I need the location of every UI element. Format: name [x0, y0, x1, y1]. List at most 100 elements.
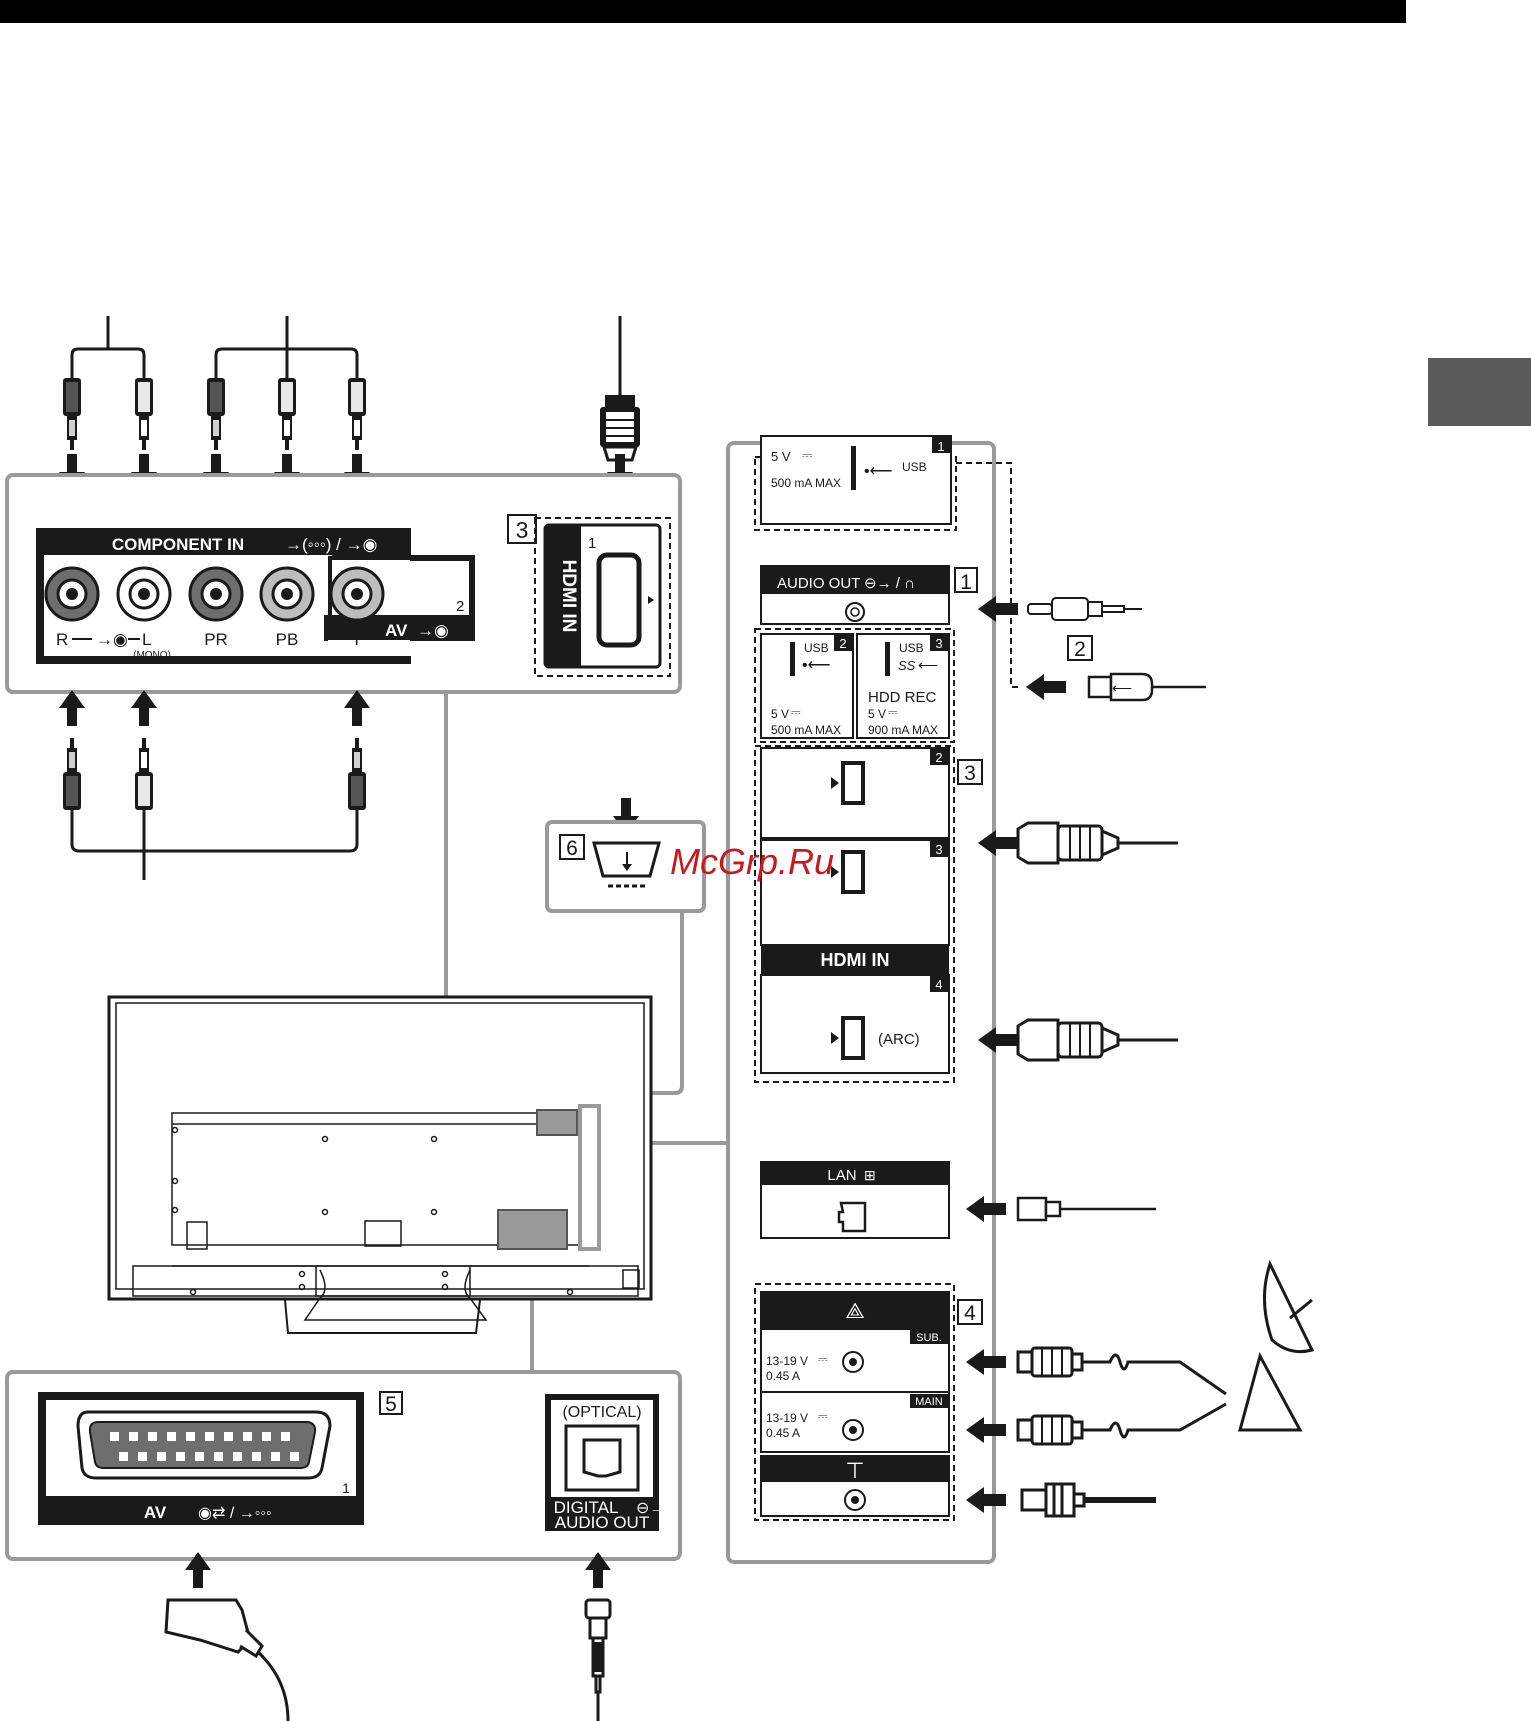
callout-6-panel: 6: [545, 798, 706, 913]
scart-pin: [281, 1432, 290, 1441]
usb3-ss: SS: [898, 658, 916, 673]
usb2-label: USB: [804, 641, 829, 655]
hdmi2-number: 2: [935, 750, 942, 765]
label-y: Y: [351, 630, 362, 649]
scart-pin: [195, 1452, 204, 1461]
hdmi-plug: [600, 395, 640, 462]
scart-pin: [110, 1432, 119, 1441]
scart-label: AV: [144, 1503, 167, 1522]
usb1-number: 1: [937, 439, 944, 454]
optical-label: (OPTICAL): [562, 1404, 641, 1421]
callout-5: 5: [385, 1393, 397, 1416]
callout-2: 2: [1074, 638, 1086, 661]
svg-text:⟵: ⟵: [1112, 680, 1132, 696]
hdmi-in-label: HDMI IN: [821, 950, 890, 970]
hdmi1-number: 1: [588, 535, 596, 552]
usb3-number: 3: [935, 636, 942, 651]
sub-label: SUB.: [916, 1332, 942, 1344]
usb2-number: 2: [839, 636, 846, 651]
scart-pin: [138, 1452, 147, 1461]
main-label: MAIN: [915, 1396, 943, 1408]
scart-pin: [224, 1432, 233, 1441]
antenna-icon: ⊤: [845, 1458, 864, 1483]
av-number: 2: [456, 598, 464, 615]
scart-pin: [243, 1432, 252, 1441]
usb3-voltage: 5 V: [868, 707, 886, 721]
usb3-label: USB: [899, 641, 924, 655]
usb3-current: 900 mA MAX: [868, 723, 938, 737]
scart-pin: [205, 1432, 214, 1441]
arc-label: (ARC): [878, 1031, 920, 1048]
scart-pin: [214, 1452, 223, 1461]
side-panel: 1 5 V ⎓ 500 mA MAX •⟵ USB AUDIO OUT ⊖→ /…: [726, 435, 1315, 1564]
sub-voltage: 13-19 V: [766, 1354, 808, 1368]
scart-pin: [233, 1452, 242, 1461]
hdd-rec-label: HDD REC: [868, 689, 937, 706]
sub-current: 0.45 A: [766, 1369, 800, 1383]
tv-back: [107, 995, 653, 1334]
svg-text:◉⇄ / →◦◦◦: ◉⇄ / →◦◦◦: [198, 1505, 272, 1522]
scart-pin: [176, 1452, 185, 1461]
component-in-header: COMPONENT IN: [112, 535, 244, 554]
callout-1: 1: [960, 571, 972, 594]
usb-icon: •⟵: [864, 463, 893, 480]
side-tab: [1428, 358, 1531, 426]
scart-pin: [186, 1432, 195, 1441]
svg-text:⎓: ⎓: [791, 705, 801, 719]
usb2-icon: •⟵: [802, 657, 831, 674]
svg-text:⎓: ⎓: [802, 447, 812, 462]
scart-pin: [129, 1432, 138, 1441]
scart-pin: [252, 1452, 261, 1461]
jack-y: [329, 566, 385, 622]
svg-text:→(◦◦◦) / →◉: →(◦◦◦) / →◉: [285, 535, 377, 554]
scart-pin: [148, 1432, 157, 1441]
top-rule: [0, 0, 1406, 23]
scart-pin: [262, 1432, 271, 1441]
headphone-icon: ⊖→ / ∩: [864, 575, 915, 592]
label-mono: (MONO): [133, 650, 171, 661]
scart-number: 1: [342, 1480, 350, 1496]
component-in-panel: COMPONENT IN →(◦◦◦) / →◉ R →◉ L (MONO) P…: [5, 316, 682, 880]
usb1-voltage: 5 V: [771, 449, 791, 464]
digital-label: DIGITAL: [554, 1498, 619, 1517]
usb2-current: 500 mA MAX: [771, 723, 841, 737]
av-label: AV: [385, 621, 408, 640]
svg-text:⎓: ⎓: [818, 1409, 828, 1423]
watermark: McGrp.Ru: [670, 841, 834, 882]
digital-audio-out-label: AUDIO OUT: [555, 1513, 649, 1532]
satellite-icon: ⟁: [845, 1298, 865, 1323]
callout-6: 6: [566, 837, 578, 860]
svg-text:⊖→: ⊖→: [636, 1500, 665, 1517]
jack-pb: [259, 566, 315, 622]
hdmi1-label: HDMI IN: [558, 560, 579, 633]
main-current: 0.45 A: [766, 1426, 800, 1440]
svg-text:⎓: ⎓: [888, 705, 898, 719]
scart-pin: [119, 1452, 128, 1461]
main-voltage: 13-19 V: [766, 1411, 808, 1425]
scart-pin: [290, 1452, 299, 1461]
usb1-current: 500 mA MAX: [771, 476, 841, 490]
usb1-label: USB: [902, 460, 927, 474]
jack-r: [44, 566, 100, 622]
callout-3-side: 3: [964, 762, 976, 785]
usb2-voltage: 5 V: [771, 707, 789, 721]
hdmi4-number: 4: [935, 977, 942, 992]
label-r: R: [56, 630, 68, 649]
audio-out-label: AUDIO OUT: [777, 575, 860, 592]
label-pr: PR: [204, 630, 228, 649]
callout-4: 4: [964, 1302, 976, 1325]
svg-text:→◉: →◉: [96, 630, 128, 649]
callout-3: 3: [516, 517, 529, 543]
scart-pin: [271, 1452, 280, 1461]
jack-pr: [188, 566, 244, 622]
scart-pin: [157, 1452, 166, 1461]
usb3-icon: ⟵: [918, 657, 938, 673]
bottom-panel: 5 1 AV ◉⇄ / →◦◦◦ (OPTICAL) DIGITAL ⊖→ AU…: [5, 1370, 682, 1721]
lan-label: LAN: [827, 1167, 856, 1184]
label-l: L: [142, 630, 151, 649]
jack-l: [116, 566, 172, 622]
svg-text:→◉: →◉: [417, 621, 449, 640]
scart-pin: [167, 1432, 176, 1441]
network-icon: ⊞: [864, 1167, 876, 1183]
